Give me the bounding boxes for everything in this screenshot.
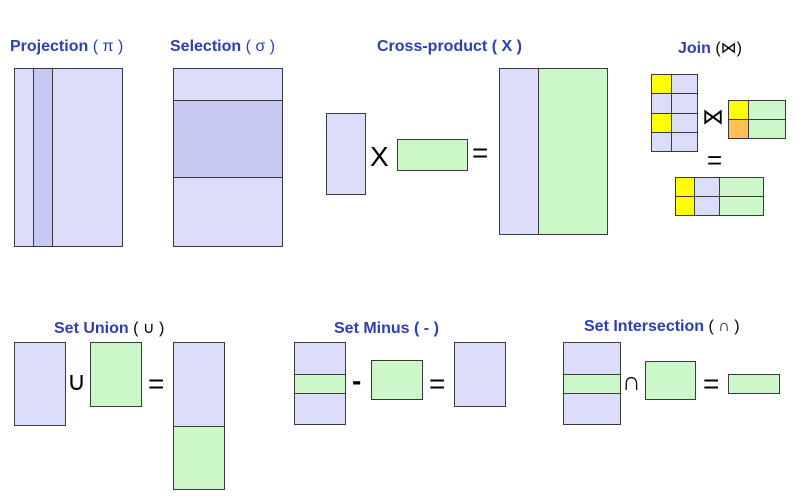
union-symbol: ( ∪ ) — [133, 320, 165, 337]
union-title: Set Union ( ∪ ) — [54, 318, 164, 338]
cross-result-right — [538, 68, 608, 235]
join-left-key-1 — [651, 74, 672, 94]
minus-equals-sign: = — [429, 368, 446, 399]
join-result-left-1 — [694, 177, 720, 197]
projection-title: Projection ( π ) — [10, 38, 123, 56]
intersection-label: Set Intersection — [584, 318, 705, 335]
selection-title: Selection ( σ ) — [170, 38, 275, 56]
intersection-left-overlap-rows — [563, 374, 621, 394]
intersection-operator: ∩ — [622, 366, 641, 396]
cross-product-title: Cross-product ( X ) — [377, 38, 522, 56]
join-result-key-1 — [675, 177, 695, 197]
join-symbol: (⋈) — [715, 40, 742, 57]
cross-times-operator: X — [370, 141, 389, 172]
minus-symbol: ( - ) — [414, 320, 439, 337]
union-label: Set Union — [54, 320, 129, 337]
join-right-key-1 — [728, 100, 749, 120]
join-label: Join — [678, 40, 711, 57]
intersection-symbol: ( ∩ ) — [708, 318, 740, 335]
cross-product-label: Cross-product — [377, 38, 488, 55]
selection-symbol: ( σ ) — [245, 38, 276, 55]
join-left-cell-3 — [671, 113, 698, 133]
join-result-key-2 — [675, 196, 695, 216]
join-left-cell-4 — [671, 132, 698, 152]
cross-left-relation — [326, 113, 366, 195]
union-result-bottom — [173, 426, 225, 490]
selection-rows — [173, 100, 283, 178]
union-left-relation — [14, 342, 66, 426]
intersection-right-relation — [645, 361, 696, 400]
intersection-equals-sign: = — [703, 368, 720, 399]
cross-product-symbol: ( X ) — [491, 38, 522, 55]
join-result-right-2 — [719, 196, 764, 216]
cross-right-relation — [397, 139, 468, 171]
cross-result-left — [499, 68, 539, 235]
minus-title: Set Minus ( - ) — [334, 320, 439, 338]
projection-symbol: ( π ) — [92, 38, 124, 55]
minus-operator: - — [352, 365, 362, 396]
union-equals-sign: = — [148, 368, 165, 399]
join-left-cell-1 — [671, 74, 698, 94]
join-left-key-2 — [651, 93, 672, 114]
minus-result-relation — [454, 342, 506, 407]
join-right-cell-2 — [748, 119, 786, 139]
cross-equals-sign: = — [472, 137, 489, 168]
join-right-key-2 — [728, 119, 749, 139]
join-right-cell-1 — [748, 100, 786, 120]
union-right-relation — [90, 342, 142, 407]
join-operator: ⋈ — [702, 104, 724, 129]
join-result-right-1 — [719, 177, 764, 197]
join-left-key-3 — [651, 113, 672, 133]
intersection-title: Set Intersection ( ∩ ) — [584, 318, 740, 336]
minus-label: Set Minus — [334, 320, 410, 337]
projection-label: Projection — [10, 38, 89, 55]
selection-label: Selection — [170, 38, 242, 55]
intersection-result-relation — [728, 374, 780, 394]
minus-left-overlap-rows — [294, 374, 346, 394]
join-equals-sign: = — [707, 145, 723, 175]
projection-column — [33, 68, 53, 247]
union-operator: ∪ — [67, 366, 87, 396]
join-title: Join (⋈) — [678, 38, 742, 58]
union-result-top — [173, 342, 225, 427]
join-left-key-4 — [651, 132, 672, 152]
join-result-left-2 — [694, 196, 720, 216]
minus-right-relation — [371, 360, 423, 400]
join-left-cell-2 — [671, 93, 698, 114]
projection-relation — [14, 68, 123, 247]
